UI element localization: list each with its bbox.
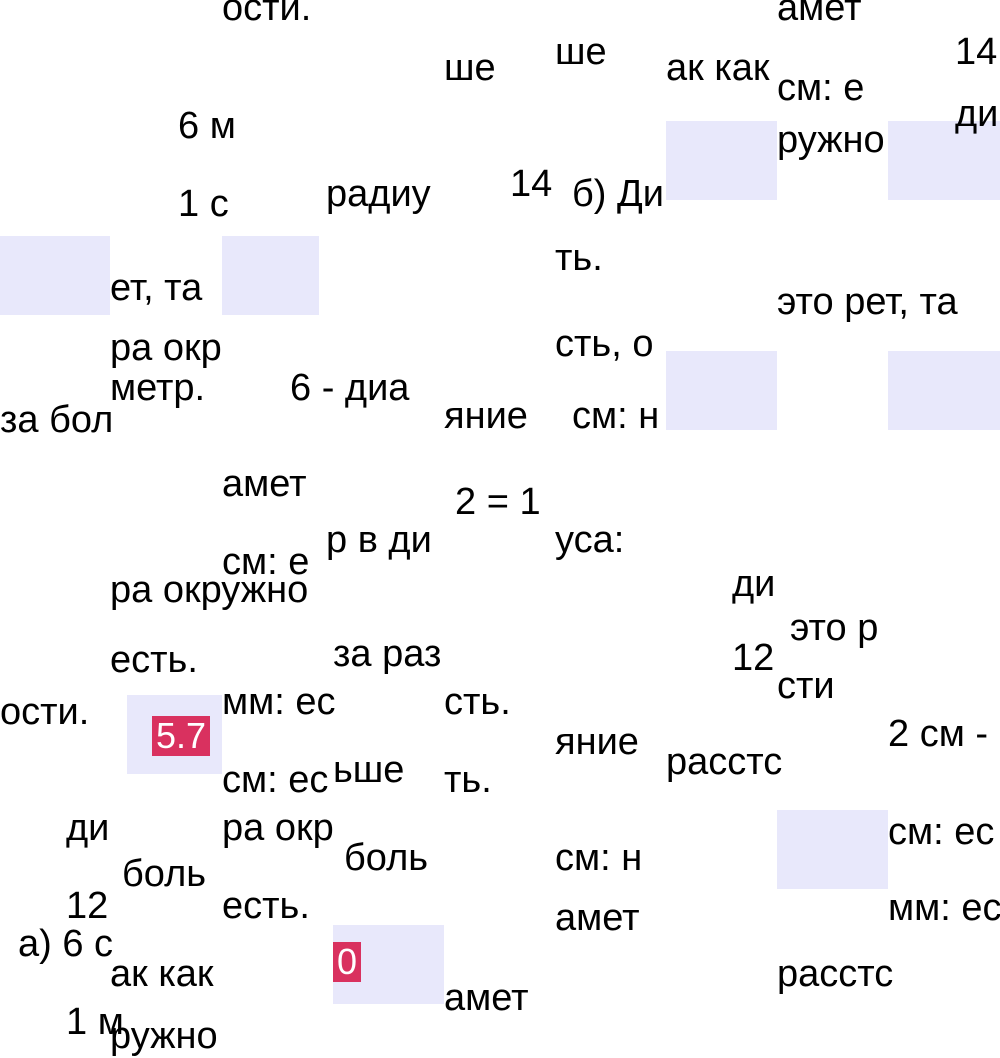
text-fragment: ости. [222, 0, 312, 29]
text-fragment: 6 м [178, 105, 236, 147]
text-fragment: боль [122, 853, 207, 895]
text-fragment: радиу [326, 173, 431, 215]
text-fragment: 14 [955, 31, 998, 73]
text-fragment: сть. [444, 681, 511, 723]
text-fragment: метр. [110, 367, 206, 409]
text-fragment: ак как [666, 47, 770, 89]
text-fragment: ди [66, 807, 110, 849]
text-fragment: ше [555, 31, 607, 73]
text-fragment: амет [777, 0, 862, 29]
mask-box [666, 121, 777, 200]
text-fragment: расстс [666, 741, 783, 783]
text-fragment: ости. [0, 691, 90, 733]
text-fragment: боль [344, 837, 429, 879]
text-fragment: см: е [222, 541, 310, 583]
text-fragment: сть, о [555, 323, 654, 365]
value-badge: 0 [333, 942, 362, 982]
mask-box [222, 236, 319, 315]
text-fragment: 12 [66, 885, 109, 927]
text-fragment: сти [777, 665, 835, 707]
text-fragment: б) Ди [572, 173, 664, 215]
text-fragment: 2 = 1 [455, 481, 541, 523]
text-fragment: ет, та [110, 267, 203, 309]
text-fragment: ра окружно [110, 569, 309, 611]
text-fragment: ть. [555, 237, 603, 279]
mask-box [0, 236, 110, 315]
text-fragment: 6 - диа [290, 367, 410, 409]
text-fragment: ьше [333, 749, 405, 791]
text-fragment: ружно [777, 119, 885, 161]
text-fragment: мм: ес [222, 681, 336, 723]
text-fragment: есть. [110, 639, 198, 681]
text-fragment: 14 [510, 163, 553, 205]
text-fragment: ра окр [110, 327, 222, 369]
text-fragment: см: е [777, 67, 865, 109]
text-fragment: мм: ес [888, 887, 1000, 929]
text-fragment: уса: [555, 519, 625, 561]
text-fragment: см: н [555, 837, 643, 879]
mask-box [888, 121, 1000, 200]
text-fragment: за раз [333, 633, 442, 675]
text-fragment: см: ес [888, 811, 995, 853]
text-fragment: расстс [777, 953, 894, 995]
mask-box [777, 810, 888, 889]
text-fragment: 1 м [66, 1001, 124, 1043]
text-fragment: амет [444, 977, 529, 1019]
text-fragment: яние [444, 395, 528, 437]
text-fragment: см: ес [222, 759, 329, 801]
text-fragment: ди [732, 563, 776, 605]
text-fragment: 2 см - [888, 713, 989, 755]
text-fragment: а) 6 с [18, 923, 114, 965]
text-fragment: ра окр [222, 807, 334, 849]
text-fragment: амет [222, 463, 307, 505]
text-fragment: есть. [222, 885, 310, 927]
text-fragment: за бол [0, 399, 114, 441]
mask-box [888, 351, 1000, 430]
text-fragment: ть. [444, 759, 492, 801]
text-fragment: 1 с [178, 183, 229, 225]
text-fragment: яние [555, 721, 639, 763]
text-fragment: ди [955, 93, 999, 135]
text-fragment: амет [555, 897, 640, 939]
value-badge: 5.7 [152, 716, 211, 756]
text-fragment: 12 [732, 637, 775, 679]
text-fragment: ружно [110, 1015, 218, 1057]
text-fragment: ше [444, 47, 496, 89]
text-fragment: это рет, та [777, 281, 958, 323]
mask-box [666, 351, 777, 430]
text-fragment: см: н [572, 395, 660, 437]
text-fragment: это р [790, 607, 879, 649]
text-fragment: р в ди [326, 519, 432, 561]
text-fragment: ак как [110, 953, 214, 995]
